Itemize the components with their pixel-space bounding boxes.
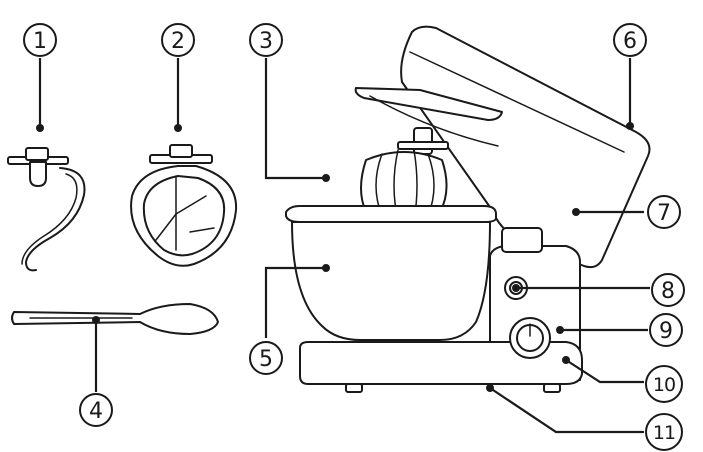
callout-9: 9: [649, 313, 683, 347]
callout-6: 6: [613, 23, 647, 57]
callout-7: 7: [647, 195, 681, 229]
callout-10-label: 10: [653, 374, 675, 396]
callout-4: 4: [79, 393, 113, 427]
mixer-head: [354, 25, 651, 269]
dough-hook: [7, 147, 86, 272]
leader-lines: [36, 58, 650, 434]
callout-5: 5: [249, 341, 283, 375]
callout-3: 3: [249, 23, 283, 57]
callout-1: 1: [23, 23, 57, 57]
flat-beater: [130, 144, 238, 267]
callout-6-label: 6: [623, 29, 637, 54]
callout-1-label: 1: [33, 29, 47, 54]
callout-8-label: 8: [661, 279, 675, 304]
callout-9-label: 9: [659, 319, 673, 344]
callout-3-label: 3: [259, 29, 273, 54]
callout-2: 2: [161, 23, 195, 57]
callout-11-label: 11: [653, 422, 675, 444]
spatula: [11, 303, 219, 335]
callout-4-label: 4: [89, 399, 103, 424]
callout-7-label: 7: [657, 201, 671, 226]
speed-control-dial[interactable]: [509, 317, 551, 359]
mixing-bowl: [285, 205, 497, 341]
callout-5-label: 5: [259, 347, 273, 372]
callout-10: 10: [645, 365, 683, 403]
callout-11: 11: [645, 413, 683, 451]
callout-2-label: 2: [171, 29, 185, 54]
callout-8: 8: [651, 273, 685, 307]
